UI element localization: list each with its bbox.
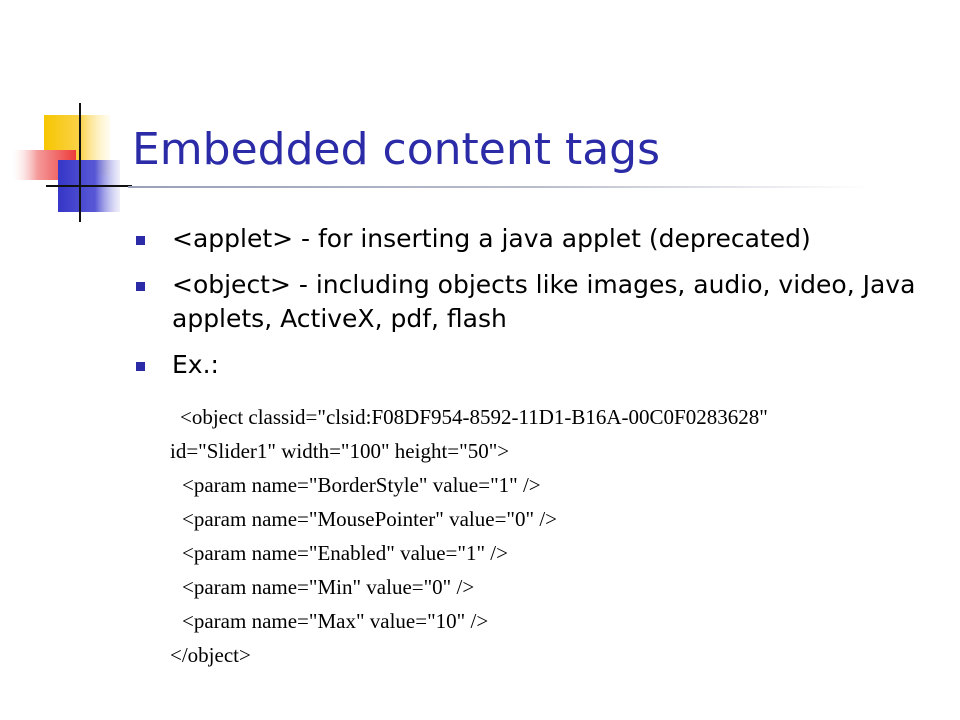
bullet-list: <applet> - for inserting a java applet (… <box>136 222 916 394</box>
square-bullet-icon <box>136 236 145 245</box>
bullet-text: <object> - including objects like images… <box>172 270 916 333</box>
square-bullet-icon <box>136 282 145 291</box>
bullet-item: <applet> - for inserting a java applet (… <box>136 222 916 256</box>
title-underline <box>128 186 868 188</box>
bullet-text: <applet> - for inserting a java applet (… <box>172 224 811 253</box>
code-example: <object classid="clsid:F08DF954-8592-11D… <box>170 400 940 672</box>
bullet-text: Ex.: <box>172 350 219 379</box>
slide-title: Embedded content tags <box>132 124 661 175</box>
decorative-corner-graphic <box>12 103 132 222</box>
code-line: <object classid="clsid:F08DF954-8592-11D… <box>180 405 768 429</box>
square-bullet-icon <box>136 362 145 371</box>
bullet-item: <object> - including objects like images… <box>136 268 916 336</box>
code-line: </object> <box>170 643 251 667</box>
code-line: id="Slider1" width="100" height="50"> <box>170 439 510 463</box>
code-line: <param name="BorderStyle" value="1" /> <box>182 473 541 497</box>
bullet-item: Ex.: <box>136 348 916 382</box>
code-line: <param name="Max" value="10" /> <box>182 609 489 633</box>
code-line: <param name="Enabled" value="1" /> <box>182 541 508 565</box>
code-line: <param name="Min" value="0" /> <box>182 575 475 599</box>
code-line: <param name="MousePointer" value="0" /> <box>182 507 557 531</box>
